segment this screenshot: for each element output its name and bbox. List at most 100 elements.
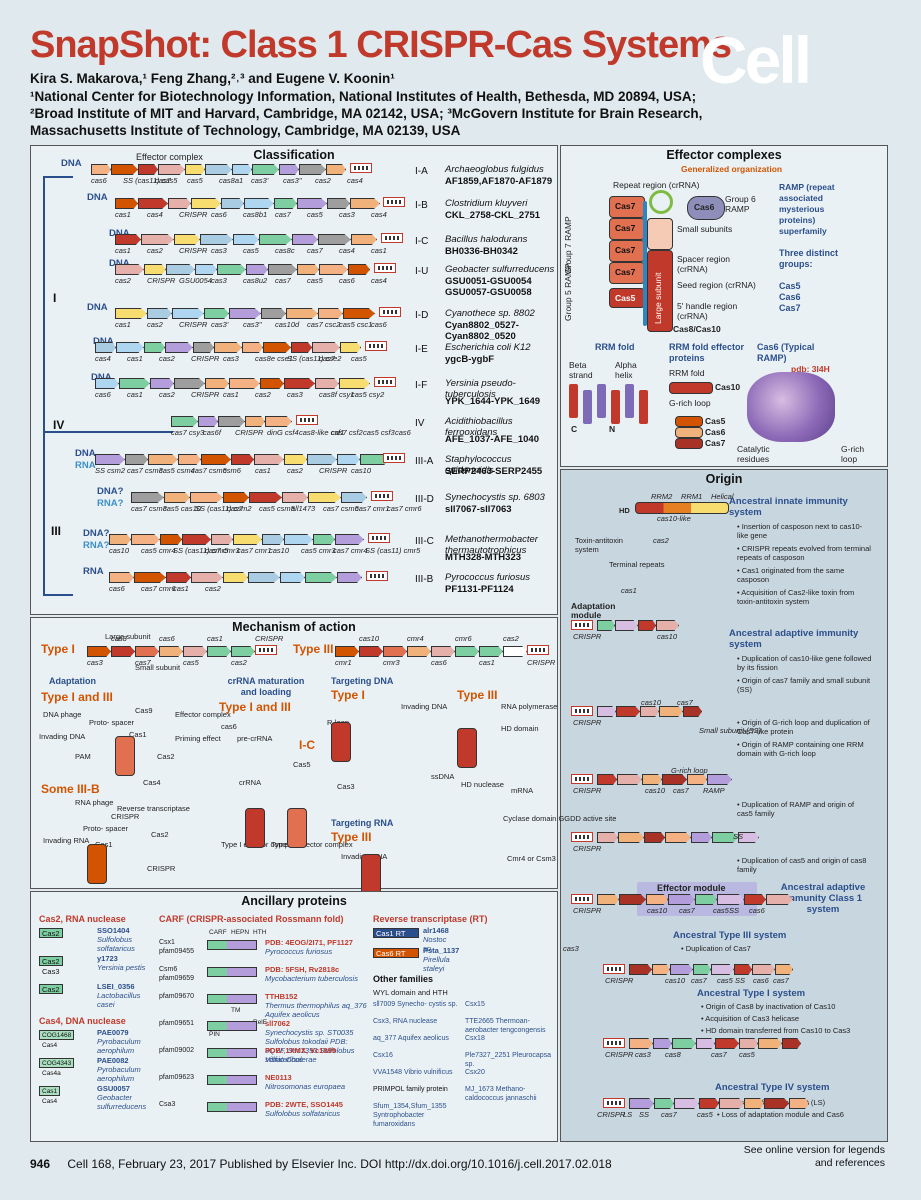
class-row-locus: YPK_1644-YPK_1649 [445, 396, 541, 407]
gene-label: cas7 cmr1 [355, 504, 390, 513]
gene-arrow [109, 572, 134, 583]
class1-head: Ancestral adaptive immunity Class 1 syst… [780, 882, 866, 915]
ancillary-org: Geobacter sulfurreducens [97, 1093, 147, 1111]
mechanism-label: Cyclase domain GGDD active site [503, 814, 617, 823]
carf-org: Pyrococcus furiosus [265, 947, 333, 956]
gene-arrow [164, 492, 190, 503]
type-iii-roman: III [51, 524, 62, 538]
mechanism-label: Reverse transcriptase [117, 804, 190, 813]
mechanism-label: Type III effector complex [271, 840, 353, 849]
gene-label: cas1 [115, 320, 131, 329]
gene-label: cas6 [91, 176, 107, 185]
ancillary-id: LSEI_0356 [97, 982, 135, 991]
origin-gene [734, 964, 752, 975]
gene-label: CRISPR [319, 466, 348, 475]
ancillary-id: PAE0079 [97, 1028, 129, 1037]
mechanism-title: Mechanism of action [232, 620, 356, 634]
ancillary-id: y1723 [97, 954, 118, 963]
gene-arrow [252, 164, 279, 175]
gene-label: SS (cas11) cmr5 [173, 546, 229, 555]
gene-label: cas2 [159, 390, 175, 399]
gene-arrow [308, 492, 341, 503]
origin-gene [629, 1038, 653, 1049]
type1-item: • Origin of Cas8 by inactivation of Cas1… [701, 1002, 836, 1011]
carf-bar [207, 1075, 257, 1085]
ramp-group-label: Cas5 [779, 281, 801, 291]
carf-pdb: PDB: 5FSH, Rv2818c [265, 965, 340, 974]
origin-crispr [571, 620, 593, 630]
gene-label: cas7 csm3 [131, 504, 167, 513]
gene-label: cas6f [203, 428, 221, 437]
mechanism-label: RNA polymerase [501, 702, 558, 711]
mech-gene-i [207, 646, 231, 657]
gene-arrow [147, 308, 172, 319]
gene-arrow [297, 198, 327, 209]
adaptive-item: • Origin of cas7 family and small subuni… [737, 676, 871, 694]
other-family-item: VVA1548 Vibrio vulnificus [373, 1069, 453, 1076]
other-family-item: Sfum_1354,Sfum_1355 Syntrophobacter fuma… [373, 1103, 447, 1128]
carf-bar [207, 1102, 257, 1112]
gene-arrow [340, 342, 361, 353]
rt-head: Reverse transcriptase (RT) [373, 914, 488, 924]
class-row-locus: Cyan8802_0527- Cyan8802_0520 [445, 320, 519, 342]
gene-label: cas6 [339, 276, 355, 285]
some-iii-b-label: Some III-B [41, 782, 100, 796]
gene-label: cas5 [187, 176, 203, 185]
gene-arrow [131, 492, 164, 503]
affiliations: ¹National Center for Biotechnology Infor… [30, 89, 703, 138]
crispr-array [383, 453, 405, 463]
origin-gene-label: cas7 [711, 1050, 727, 1059]
class-row-target-rna: RNA? [83, 540, 110, 551]
origin-gene [652, 964, 670, 975]
ancillary-panel: Ancillary proteins Cas2, RNA nuclease Ca… [30, 891, 558, 1142]
origin-gene [782, 1038, 801, 1049]
effector-complex-label: Effector complex [136, 152, 203, 162]
gene-label: cas10 [269, 546, 290, 555]
gene-arrow [292, 234, 318, 245]
rrm-element [625, 384, 634, 418]
page-title: SnapShot: Class 1 CRISPR-Cas Systems [30, 24, 732, 66]
gene-label: cas5 cmr4 [141, 546, 176, 555]
mech-gene-iii-label: cmr1 [335, 658, 352, 667]
type3-head: Ancestral Type III system [673, 930, 787, 941]
class-row-organism: Synechocystis sp. 6803 [445, 492, 545, 503]
gene-label: SS csm2 [95, 466, 126, 475]
gene-arrow [280, 572, 305, 583]
cas7-block-label: Cas7 [615, 223, 636, 233]
gene-label: CRISPR [235, 428, 264, 437]
gene-arrow [95, 454, 125, 465]
cas7-bar [675, 438, 703, 449]
mechanism-label: Cas1 [129, 730, 147, 739]
mechanism-label: Cmr4 or Csm3 [507, 854, 556, 863]
mech-gene-iii [503, 646, 527, 657]
gene-arrow [115, 264, 144, 275]
mechanism-label: HD domain [501, 724, 539, 733]
gene-label: cas6 [395, 428, 411, 437]
origin-gene [640, 706, 659, 717]
gene-label: SS (cas11) cmr5 [365, 546, 421, 555]
gene-label: cas1 [173, 584, 189, 593]
other-family-item: Csx16 [373, 1052, 393, 1059]
gene-label: cas8f csy1 [319, 390, 355, 399]
targeting-rna-type-iii: Type III [331, 830, 372, 844]
mech-type-i: Type I [41, 642, 75, 656]
gene-arrow [148, 454, 178, 465]
gene-label: cas7 csm5 [191, 466, 227, 475]
class-row-locus: CKL_2758-CKL_2751 [445, 210, 541, 221]
crispr-array [365, 341, 387, 351]
effector-panel: Effector complexes Generalized organizat… [560, 145, 888, 467]
gene-arrow [242, 342, 263, 353]
effector-complex-shape [115, 736, 135, 776]
targeting-rna-label: Targeting RNA [331, 818, 394, 828]
cas8-cas10-label: Cas8/Cas10 [673, 324, 721, 334]
origin-crispr [571, 894, 593, 904]
origin-gene-label: CRISPR [605, 976, 634, 985]
gene-arrow [260, 378, 284, 389]
mech-gene-i-label: cas3 [87, 658, 103, 667]
type3-item: • Duplication of Cas7 [681, 944, 751, 953]
origin-crispr [603, 1098, 625, 1108]
ancillary-org: Sulfolobus solfataricus [97, 935, 135, 953]
gene-arrow [174, 378, 205, 389]
mechanism-label: Effector complex [175, 710, 231, 719]
origin-gene [695, 894, 717, 905]
